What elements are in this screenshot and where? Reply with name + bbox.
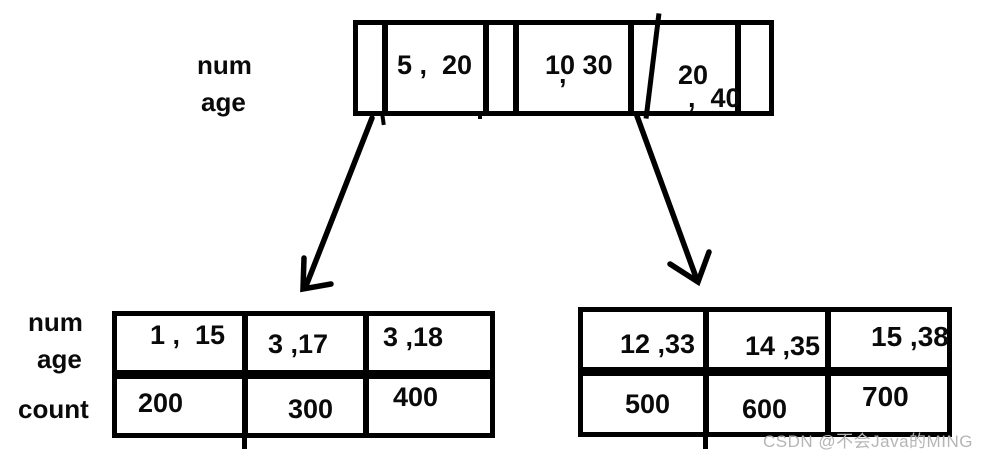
root-divider-2 bbox=[483, 25, 489, 111]
root-divider-1 bbox=[382, 25, 388, 111]
left-leaf-node: 1 , 15 3 ,17 3 ,18 200 300 400 bbox=[112, 311, 495, 438]
left-leaf-key-2: 3 ,17 bbox=[268, 329, 329, 359]
root-key-3-line1: 20 bbox=[678, 60, 709, 90]
csdn-watermark: CSDN @不会Java的MING bbox=[763, 432, 973, 451]
root-index-node: 5 , 20 10, 30 20 , 40 bbox=[353, 13, 774, 119]
right-leaf-node: 12 ,33 14 ,35 15 ,38 500 600 700 bbox=[578, 307, 952, 437]
root-key-2-num: 10 bbox=[545, 50, 576, 80]
root-key-2: 10, 30 bbox=[545, 50, 613, 89]
left-leaf-count-3: 400 bbox=[393, 382, 439, 412]
right-leaf-row-divider bbox=[583, 367, 947, 376]
root-key-2-rest: 30 bbox=[575, 50, 613, 80]
left-leaf-row-divider bbox=[117, 370, 490, 379]
left-leaf-count-1: 200 bbox=[138, 388, 184, 418]
pen-tail-2 bbox=[478, 112, 482, 119]
root-label-age: age bbox=[201, 87, 246, 117]
root-divider-5-slanted bbox=[643, 13, 662, 119]
left-leaf-key-3: 3 ,18 bbox=[383, 322, 444, 352]
left-leaf-label-age: age bbox=[37, 344, 82, 374]
root-divider-4 bbox=[628, 25, 634, 111]
left-arrow-head bbox=[300, 255, 334, 293]
right-leaf-key-1: 12 ,33 bbox=[620, 329, 696, 359]
left-leaf-label-num: num bbox=[28, 307, 83, 337]
left-leaf-count-2: 300 bbox=[288, 394, 334, 424]
right-leaf-count-3: 700 bbox=[862, 381, 909, 412]
root-divider-6 bbox=[735, 25, 741, 111]
pen-tail-4 bbox=[703, 437, 708, 449]
left-leaf-label-count: count bbox=[18, 394, 89, 424]
left-leaf-key-1: 1 , 15 bbox=[150, 320, 226, 350]
pen-tail-3 bbox=[242, 438, 247, 449]
right-arrow-shaft bbox=[634, 113, 700, 283]
right-leaf-key-2: 14 ,35 bbox=[745, 331, 821, 361]
root-divider-3 bbox=[513, 25, 519, 111]
left-arrow-shaft bbox=[303, 115, 375, 289]
root-key-1: 5 , 20 bbox=[397, 50, 473, 80]
right-arrow-head bbox=[667, 249, 712, 287]
right-leaf-count-1: 500 bbox=[625, 389, 671, 419]
root-label-num: num bbox=[197, 50, 252, 80]
right-leaf-key-3: 15 ,38 bbox=[871, 321, 949, 352]
right-leaf-count-2: 600 bbox=[742, 394, 788, 424]
root-key-3-line2: , 40 bbox=[688, 83, 741, 113]
